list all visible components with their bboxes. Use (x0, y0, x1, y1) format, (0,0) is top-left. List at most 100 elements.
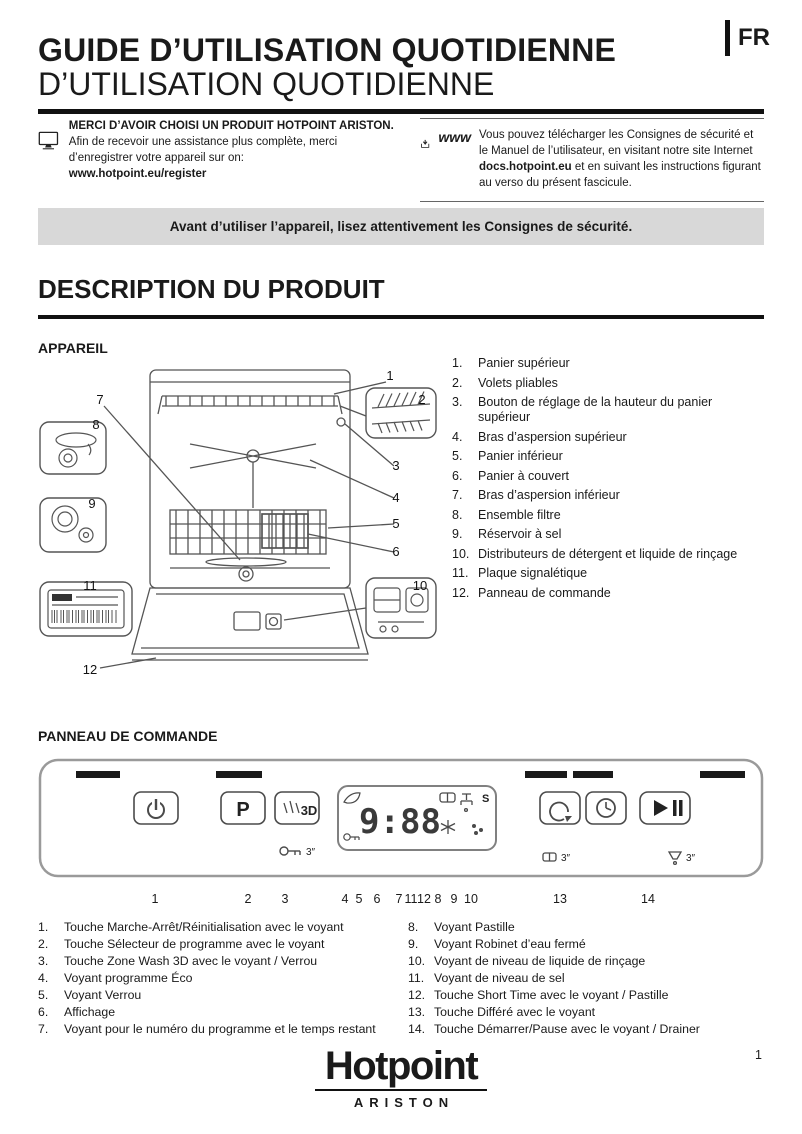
intro-row: MERCI D’AVOIR CHOISI UN PRODUIT HOTPOINT… (38, 118, 764, 203)
tablet-icon (439, 792, 456, 803)
panel-callout: 14 (641, 892, 655, 906)
parts-list-item: 7. Bras d’aspersion inférieur (452, 488, 766, 503)
legend-label: Voyant programme Éco (64, 971, 193, 986)
legend-label: Voyant pour le numéro du programme et le… (64, 1022, 376, 1037)
part-number: 10. (452, 546, 470, 561)
panel-callout-numbers: 1 2 3 4 5 6 7 11 12 8 9 10 13 14 (38, 892, 764, 910)
part-number: 6. (452, 468, 463, 483)
www-label: www (438, 129, 472, 145)
panel-callout: 11 (404, 892, 418, 906)
part-number: 2. (452, 375, 463, 390)
display-key-icon (343, 833, 360, 841)
salt-grains-icon (472, 824, 483, 835)
intro-register-block: MERCI D’AVOIR CHOISI UN PRODUIT HOTPOINT… (38, 118, 404, 202)
panel-callout: 4 (341, 892, 349, 906)
delay-button-drawing (585, 791, 627, 825)
part-label: Ensemble filtre (478, 507, 561, 522)
register-body: Afin de recevoir une assistance plus com… (68, 136, 338, 165)
callout-12: 12 (83, 662, 97, 677)
legend-number: 13. (408, 1005, 426, 1020)
display-drawing (337, 785, 497, 851)
brand-logo: Hotpoint (324, 1044, 479, 1088)
appliance-heading: APPAREIL (38, 340, 108, 356)
intro-download-block: www Vous pouvez télécharger les Consigne… (420, 118, 764, 203)
legend-number: 14. (408, 1022, 426, 1037)
part-number: 3. (452, 395, 463, 409)
legend-number: 4. (38, 971, 49, 986)
control-panel-heading: PANNEAU DE COMMANDE (38, 728, 218, 744)
legend-number: 10. (408, 954, 426, 969)
panel-callout: 8 (434, 892, 442, 906)
callout-10: 10 (413, 578, 427, 593)
part-label: Volets pliables (478, 375, 558, 390)
legend-label: Affichage (64, 1005, 116, 1020)
parts-list-item: 12.Panneau de commande (452, 586, 766, 601)
legend-label: Touche Short Time avec le voyant / Pasti… (434, 988, 669, 1003)
callout-2: 2 (418, 392, 425, 407)
part-number: 7. (452, 488, 463, 502)
language-label: FR (738, 24, 770, 51)
legend-item: 3. Touche Zone Wash 3D avec le voyant / V… (38, 955, 408, 969)
part-label: Panier supérieur (478, 356, 570, 370)
panel-callout: 5 (355, 892, 363, 906)
callout-8: 8 (92, 417, 99, 432)
power-button-drawing (133, 791, 179, 825)
page-subtitle: D’UTILISATION QUOTIDIENNE (38, 66, 495, 102)
lock-hold-label: 3″ (306, 847, 316, 858)
legend-label: Voyant de niveau de liquide de rinçage (434, 954, 646, 969)
monitor-icon (38, 131, 59, 150)
legend-item: 6. Affichage (38, 1006, 408, 1020)
part-label: Bras d’aspersion supérieur (478, 429, 627, 444)
legend-number: 6. (38, 1005, 49, 1020)
parts-list-item: 9.Réservoir à sel (452, 527, 766, 542)
legend-item: 13. Touche Différé avec le voyant (408, 1006, 764, 1020)
parts-list-item: 6.Panier à couvert (452, 469, 766, 484)
callout-3: 3 (392, 458, 399, 473)
panel-callout: 1 (151, 892, 159, 906)
legend-number: 9. (408, 937, 419, 952)
part-label: Plaque signalétique (478, 566, 588, 580)
part-number: 5. (452, 449, 463, 463)
part-label: Panier inférieur (478, 449, 563, 463)
legend-number: 1. (38, 920, 49, 934)
callout-7: 7 (96, 392, 103, 407)
legend-number: 3. (38, 954, 49, 969)
eco-leaf-icon (343, 792, 361, 804)
drain-hold-label: 3″ (686, 853, 696, 864)
program-button-drawing (220, 791, 266, 825)
tap-icon (460, 793, 473, 813)
diagram-callouts: 1 2 3 4 5 6 7 8 9 10 11 12 (83, 368, 427, 677)
legend-number: 7. (38, 1022, 49, 1037)
panel-legend: 1.Touche Marche-Arrêt/Réinitialisation a… (38, 920, 764, 1040)
legend-item: 12.Touche Short Time avec le voyant / Pa… (408, 989, 764, 1003)
parts-list-item: 11.Plaque signalétique (452, 566, 766, 581)
parts-list-item: 4.Bras d’aspersion supérieur (452, 430, 766, 445)
legend-item: 2.Touche Sélecteur de programme avec le … (38, 937, 408, 952)
footer: Hotpoint ARISTON (0, 1046, 802, 1110)
panel-callout: 12 (417, 892, 431, 906)
parts-list-item: 5. Panier inférieur (452, 449, 766, 464)
panel-callout: 3 (281, 892, 289, 906)
download-link: docs.hotpoint.eu (479, 161, 572, 174)
part-label: Distributeurs de détergent et liquide de… (478, 546, 738, 561)
legend-item: 4. Voyant programme Éco (38, 972, 408, 986)
brand-rule (315, 1089, 487, 1091)
indicator-bars (76, 771, 745, 778)
legend-label: Touche Différé avec le voyant (434, 1005, 596, 1020)
callout-4: 4 (392, 490, 399, 505)
safety-notice-banner: Avant d’utiliser l’appareil, lisez atten… (38, 208, 764, 245)
panel-callout: 10 (464, 892, 478, 906)
control-panel-drawing (38, 758, 764, 878)
part-label: Bras d’aspersion inférieur (478, 488, 620, 502)
short-time-button-drawing (539, 791, 581, 825)
part-number: 1. (452, 356, 463, 370)
panel-callout: 7 (395, 892, 403, 906)
dishwasher-drawing (99, 369, 395, 669)
page-number: 1 (755, 1048, 762, 1062)
legend-label: Voyant de niveau de sel (434, 971, 565, 986)
register-heading: MERCI D’AVOIR CHOISI UN PRODUIT HOTPOINT… (68, 120, 394, 132)
legend-item: 11.Voyant de niveau de sel (408, 972, 764, 986)
legend-label: Touche Zone Wash 3D avec le voyant / Ver… (64, 954, 318, 969)
part-label: Réservoir à sel (478, 527, 562, 541)
